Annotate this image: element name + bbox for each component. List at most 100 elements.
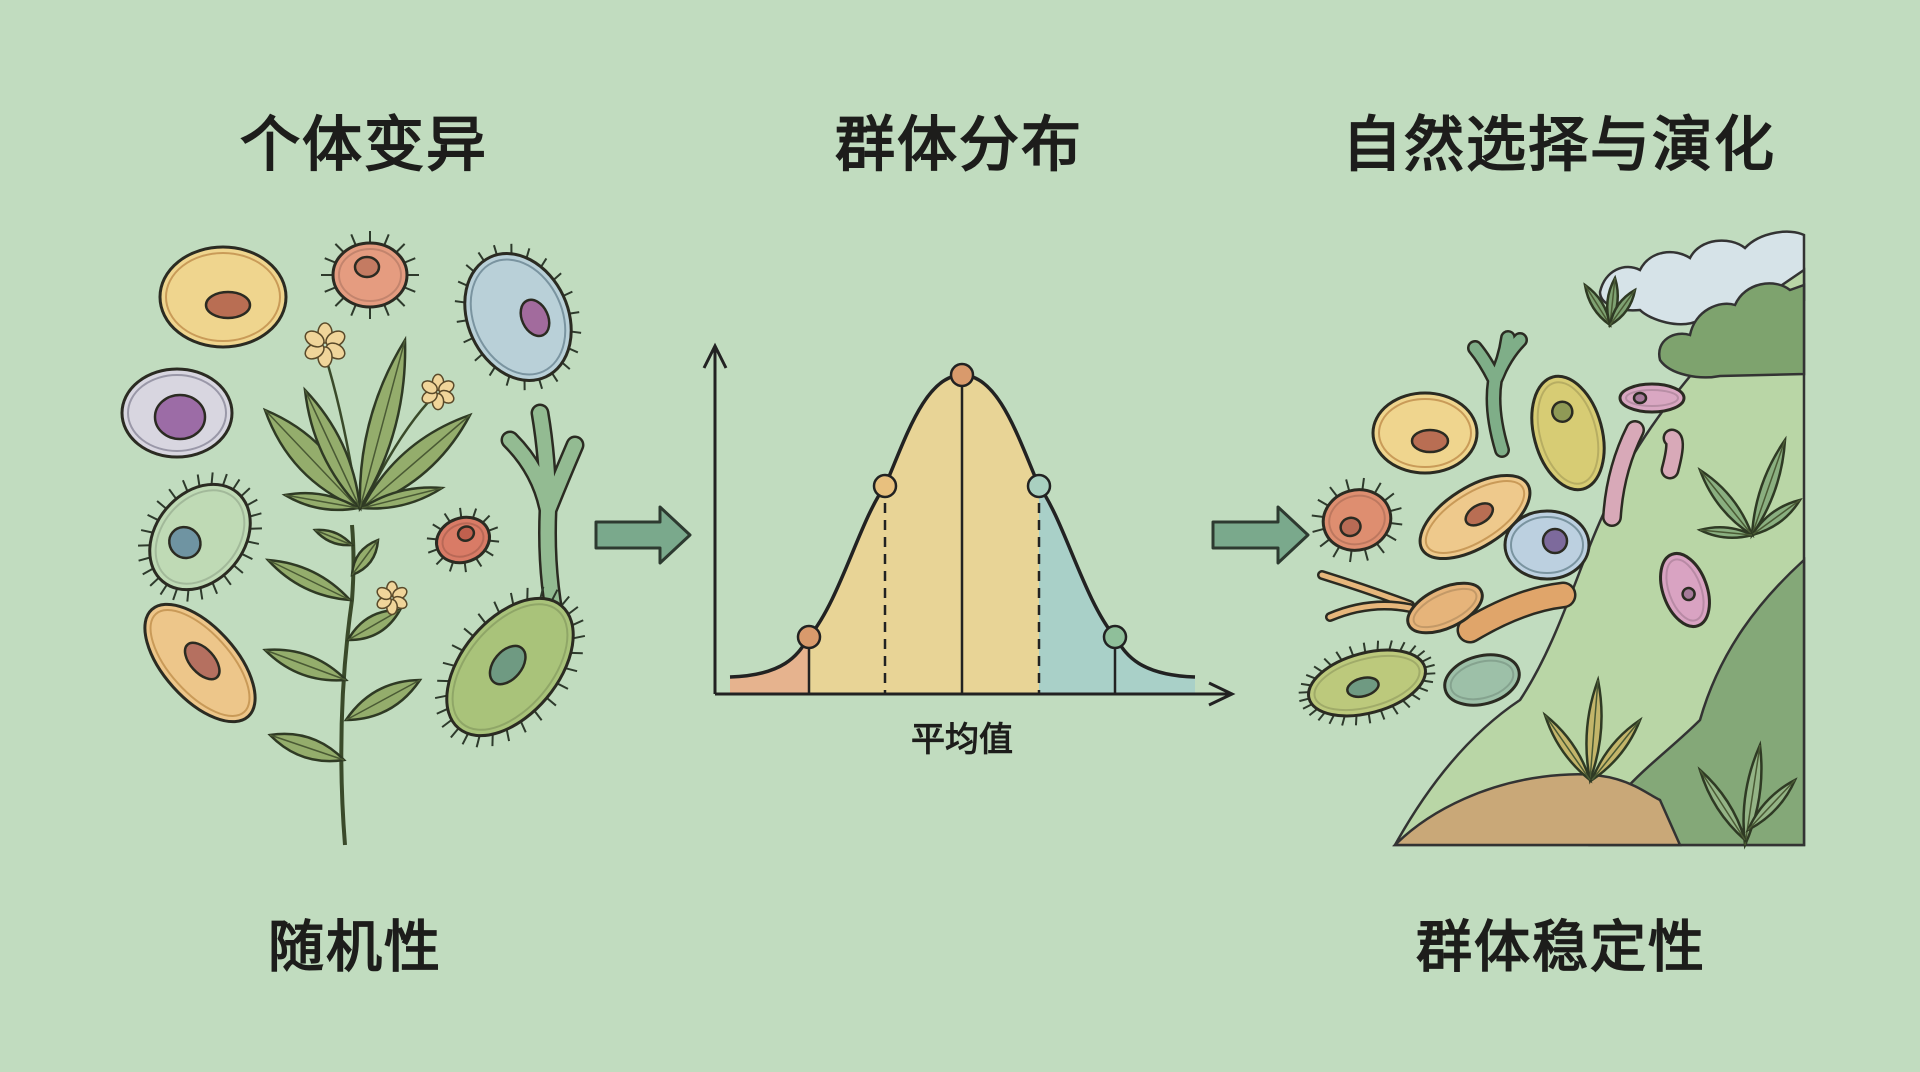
nucleus [153,393,207,441]
cilia [147,513,159,522]
cilia [488,526,499,532]
cilia [463,627,474,637]
cell-inner-wall [1625,389,1679,407]
cilia [156,500,167,510]
leaf-vein [269,734,345,761]
cilia [1424,663,1435,669]
leaf-vein [1751,439,1786,536]
nucleus [183,641,221,681]
cilia [426,537,437,541]
cilia [1411,693,1421,701]
left-title: 个体变异 [240,110,488,181]
cilia [1363,548,1369,561]
nucleus [1632,391,1648,405]
mean-axis-label: 平均值 [911,720,1013,760]
cilia [493,601,501,614]
cilia [526,587,529,600]
blue-cell [454,243,582,391]
cilia [448,561,455,572]
leaf-vein [1751,499,1801,536]
pink-pill-cell [1618,382,1686,414]
cilia [570,651,583,655]
cilia [1317,498,1329,507]
flowering-plant [262,322,473,513]
nucleus [204,290,252,320]
flagellum [1327,602,1413,620]
cilia [1388,640,1393,651]
cilia [546,697,557,707]
cilia [1373,482,1382,494]
leaf-vein [1609,289,1636,326]
cilia [474,353,484,362]
middle-title: 群体分布 [835,110,1083,181]
left-caption: 随机性 [268,915,442,981]
tailed-bacterium [1406,581,1484,635]
cell-inner-wall [338,248,402,302]
leaf-vein [345,679,421,721]
cilia [182,479,189,492]
cell-inner-wall [451,603,569,731]
cell-inner-wall [1665,558,1705,622]
cilia [437,679,450,683]
cilia [442,661,455,667]
cilia [246,498,258,507]
green-bacterium [1298,640,1436,726]
leaf-vein [359,339,406,509]
petal [421,380,438,395]
cell-inner-wall [1536,381,1600,485]
curve-point [872,473,898,499]
cilia [172,588,179,601]
leaf-vein [304,389,361,509]
cell-inner-wall [127,374,227,452]
flagellum [1319,572,1413,608]
cilia [211,582,218,595]
y-axis-arrow-icon [702,342,728,369]
cell-inner-wall [1328,494,1386,546]
cilia [246,540,260,545]
cilia [1375,542,1385,554]
orange-worm [1459,584,1574,641]
cilia [505,729,511,742]
cilia [1362,642,1367,653]
nucleus [1346,676,1380,699]
cilia [350,233,357,246]
cilia [168,488,178,500]
cilia [1312,527,1325,533]
cilia [475,735,481,748]
cilia [1345,479,1351,492]
leaf-vein [1544,714,1591,781]
nucleus [1339,516,1362,538]
cilia [567,606,579,615]
curve-point [796,624,822,650]
leaf-vein [361,487,443,509]
cilia [395,296,406,307]
blue-cell [1503,509,1591,581]
individual-variation-illustration [120,231,586,846]
cilia [334,296,345,307]
cilia [1311,514,1324,519]
cilia [475,557,483,568]
cilia [427,548,438,554]
cilia [571,619,584,627]
cilia [403,286,416,293]
cell-membrane [1530,374,1606,492]
red-spiky-cell [321,231,419,319]
cilia [334,243,345,254]
cilia [1361,477,1365,490]
cilia [551,589,559,601]
leaf-vein [264,409,359,509]
cilia [1317,711,1326,721]
cell-inner-wall [154,489,246,585]
cilia [149,576,160,587]
cilia [249,527,262,530]
cilia [383,304,390,317]
leaf-vein [1589,679,1599,781]
spiky-plant [1696,435,1803,540]
cilia [509,592,515,605]
cilia [435,556,445,566]
red-spiky-cell [1311,477,1403,563]
cilia [519,720,527,733]
cilia [471,508,478,519]
cilia [450,727,460,739]
